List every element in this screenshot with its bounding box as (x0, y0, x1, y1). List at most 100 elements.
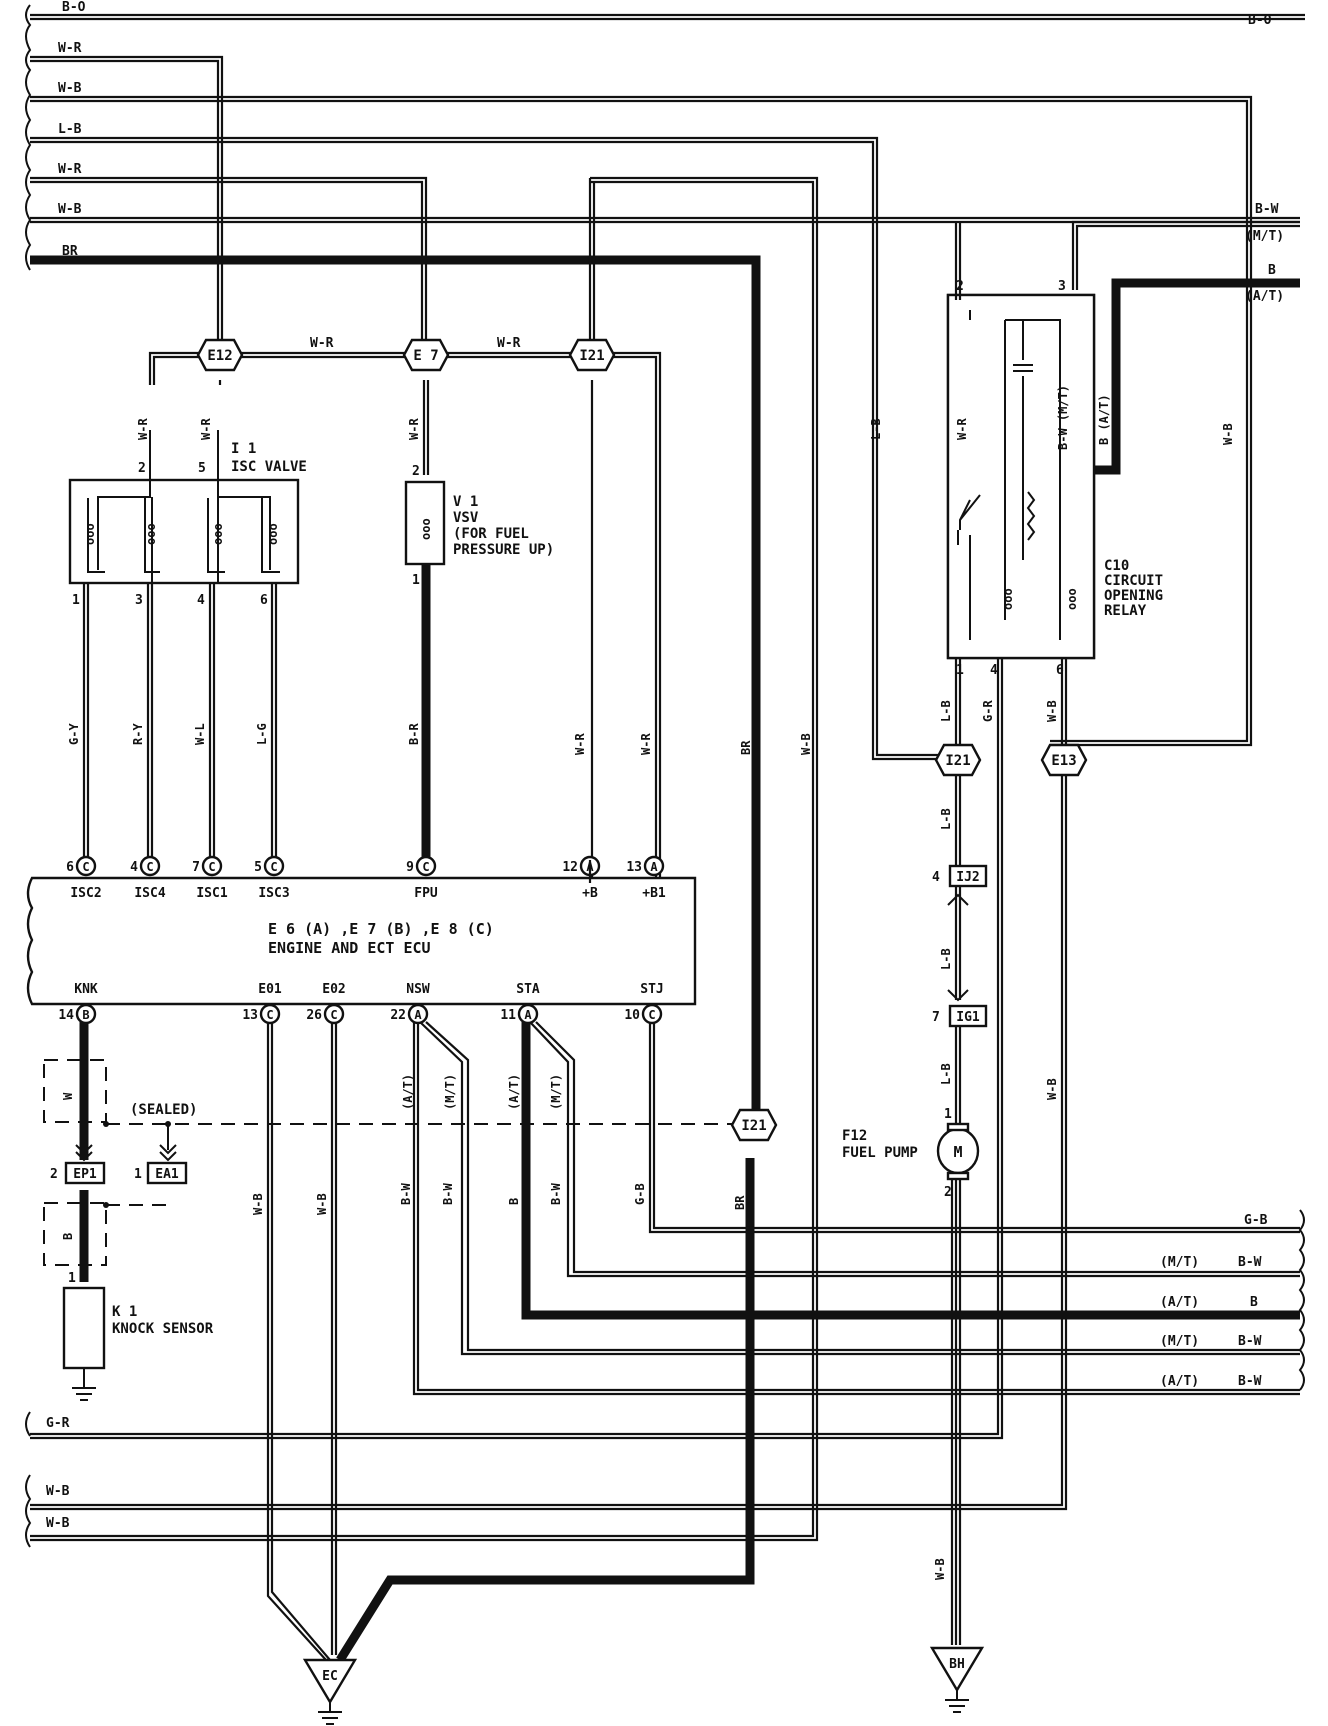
svg-text:STA: STA (516, 982, 540, 997)
svg-text:B-W: B-W (399, 1183, 413, 1205)
connector-ec (302, 1658, 358, 1705)
svg-text:ooo: ooo (1001, 588, 1015, 610)
svg-text:FUEL PUMP: FUEL PUMP (842, 1145, 918, 1161)
ecu-top-pin-6: A 13+B1 (626, 855, 666, 901)
svg-text:ooo: ooo (144, 523, 158, 545)
svg-text:B (A/T): B (A/T) (1097, 394, 1111, 445)
svg-text:W-B: W-B (933, 1558, 947, 1580)
svg-text:W-R: W-R (573, 733, 587, 755)
svg-text:BR: BR (733, 1195, 747, 1210)
label-bw-right: B-W (1255, 202, 1279, 217)
label-mt-right: (M/T) (1245, 229, 1284, 244)
svg-text:22: 22 (390, 1008, 406, 1023)
svg-text:G-R: G-R (981, 700, 995, 722)
svg-text:E02: E02 (322, 982, 345, 997)
svg-text:(M/T): (M/T) (443, 1074, 457, 1110)
svg-text:PRESSURE UP): PRESSURE UP) (453, 542, 554, 558)
svg-text:7: 7 (932, 1010, 940, 1025)
svg-text:3: 3 (1058, 279, 1066, 294)
svg-text:EA1: EA1 (155, 1167, 179, 1182)
svg-text:ooo: ooo (266, 523, 280, 545)
svg-text:B-W: B-W (1238, 1334, 1262, 1349)
svg-text:ooo: ooo (83, 523, 97, 545)
svg-text:BR: BR (739, 740, 753, 755)
svg-text:13: 13 (626, 860, 642, 875)
svg-text:B-W: B-W (1238, 1255, 1262, 1270)
svg-text:L-G: L-G (255, 723, 269, 745)
svg-text:W-B: W-B (1045, 1078, 1059, 1100)
svg-text:9: 9 (406, 860, 414, 875)
label-wr2-top: W-R (58, 162, 82, 177)
label-v-wr-b: W-R (199, 418, 213, 440)
circuit-opening-relay: ooo ooo 2 3 1 4 6 C10 CIRCUIT OPENING RE… (30, 222, 1235, 1511)
knock-sensor (62, 1286, 106, 1370)
label-v-wr-c: W-R (407, 418, 421, 440)
svg-text:B: B (82, 1008, 89, 1022)
ecu-line2: ENGINE AND ECT ECU (268, 939, 431, 957)
svg-text:G-Y: G-Y (67, 723, 81, 745)
label-br-top: BR (62, 244, 78, 259)
svg-text:1: 1 (134, 1167, 142, 1182)
svg-text:B: B (1250, 1295, 1258, 1310)
svg-text:KNK: KNK (74, 982, 98, 997)
svg-text:I21: I21 (741, 1118, 766, 1134)
connector-e13: E13 (1040, 743, 1088, 777)
svg-text:(FOR FUEL: (FOR FUEL (453, 526, 529, 542)
svg-text:C: C (648, 1008, 655, 1022)
svg-text:3: 3 (135, 593, 143, 608)
coil-icon: ooo ooo ooo ooo (83, 523, 280, 545)
svg-text:6: 6 (66, 860, 74, 875)
svg-text:A: A (414, 1008, 422, 1022)
svg-text:EP1: EP1 (73, 1167, 97, 1182)
vsv-id: V 1 (453, 494, 478, 510)
svg-text:M: M (953, 1143, 962, 1161)
isc-name: ISC VALVE (231, 459, 307, 475)
svg-text:A: A (524, 1008, 532, 1022)
ground-icon (72, 1368, 96, 1401)
svg-text:C: C (266, 1008, 273, 1022)
svg-text:NSW: NSW (406, 982, 430, 997)
svg-text:L-B: L-B (869, 418, 883, 440)
svg-text:I21: I21 (945, 753, 970, 769)
svg-text:W-B: W-B (1221, 423, 1235, 445)
svg-text:B-W: B-W (441, 1183, 455, 1205)
svg-text:(M/T): (M/T) (1160, 1255, 1199, 1270)
svg-text:(A/T): (A/T) (401, 1074, 415, 1110)
svg-text:C: C (82, 860, 89, 874)
svg-text:4: 4 (932, 870, 940, 885)
svg-text:KNOCK SENSOR: KNOCK SENSOR (112, 1321, 214, 1337)
svg-text:2: 2 (944, 1185, 952, 1200)
connector-ij2: IJ2 (956, 870, 979, 885)
svg-text:2: 2 (138, 461, 146, 476)
svg-text:1: 1 (412, 573, 420, 588)
connector-i21-b: I21 (934, 743, 982, 777)
connector-ep1 (64, 1161, 106, 1185)
svg-text:L-B: L-B (939, 1063, 953, 1085)
ecu-line1: E 6 (A) ,E 7 (B) ,E 8 (C) (268, 920, 494, 938)
label-wb-top: W-B (58, 81, 82, 96)
svg-text:2: 2 (50, 1167, 58, 1182)
svg-text:+B1: +B1 (642, 886, 666, 901)
svg-text:(SEALED): (SEALED) (130, 1102, 197, 1118)
svg-text:ISC4: ISC4 (134, 886, 165, 901)
svg-text:ISC2: ISC2 (70, 886, 101, 901)
top-bus-wires (25, 4, 1305, 1542)
svg-text:W-B: W-B (315, 1193, 329, 1215)
connector-e7: E 7 (402, 338, 450, 372)
svg-text:E12: E12 (207, 348, 232, 364)
svg-text:+B: +B (582, 886, 598, 901)
vsv: ooo 2 1 V 1 VSV (FOR FUEL PRESSURE UP) B… (404, 464, 554, 860)
svg-text:B-R: B-R (407, 723, 421, 745)
svg-text:A: A (650, 860, 658, 874)
svg-text:12: 12 (562, 860, 578, 875)
svg-text:6: 6 (260, 593, 268, 608)
